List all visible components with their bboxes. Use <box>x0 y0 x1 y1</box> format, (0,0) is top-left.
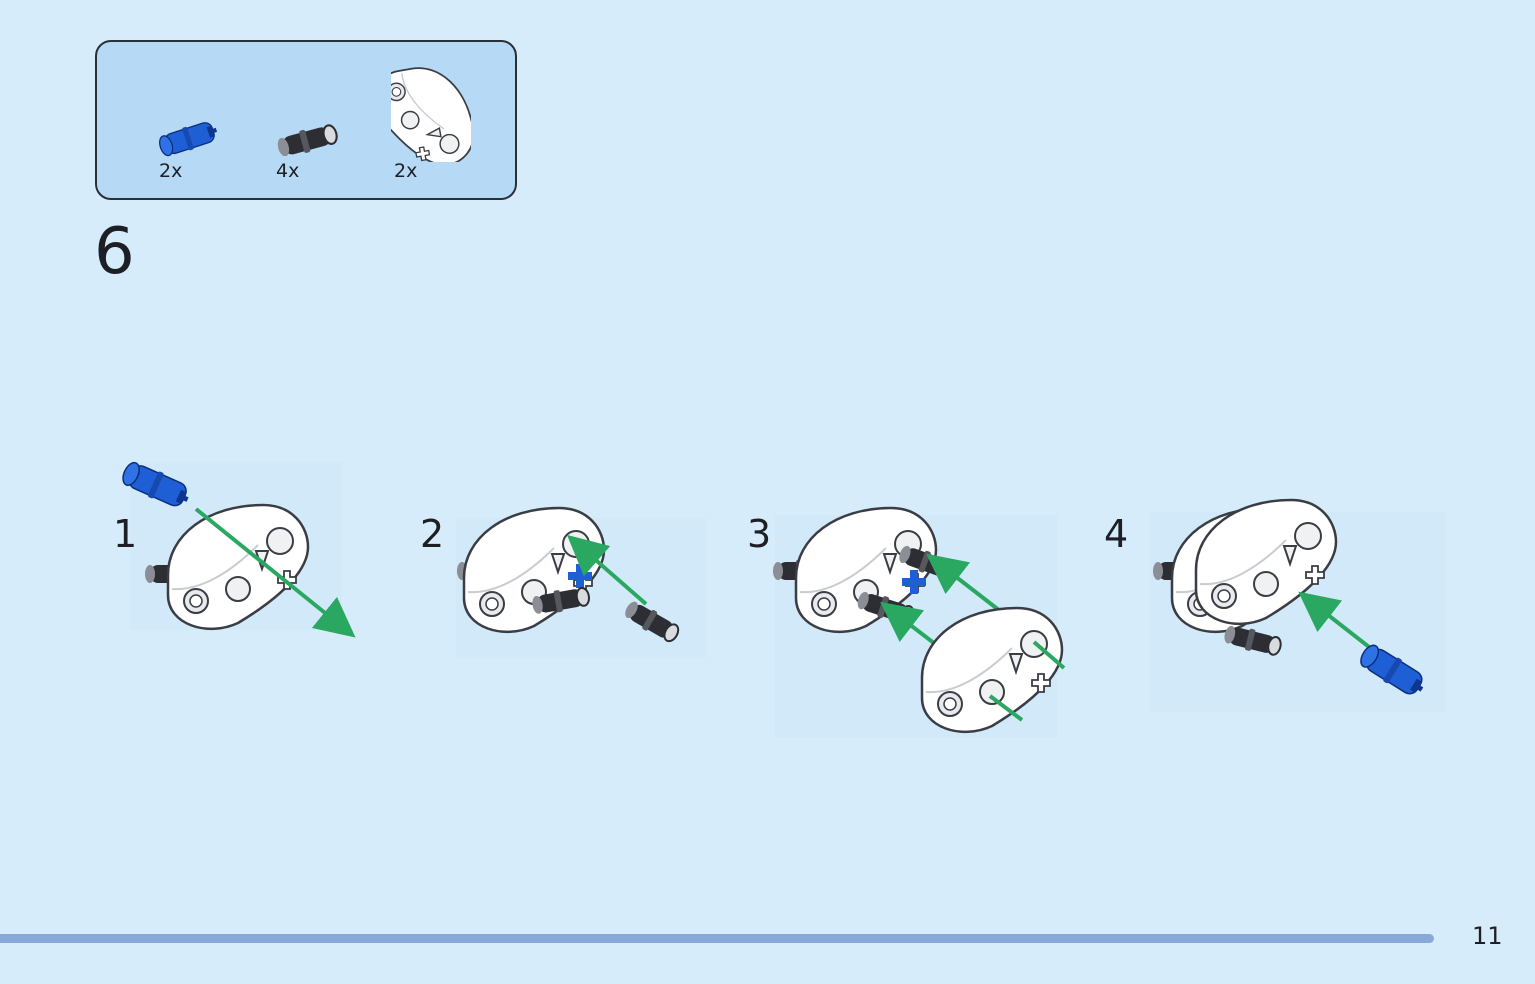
substep-4-number: 4 <box>1104 512 1129 556</box>
substep-3-illustration <box>772 506 1066 734</box>
black-pin-icon <box>275 120 341 156</box>
substep-1-number: 1 <box>113 512 138 556</box>
substep-2-illustration <box>456 506 684 647</box>
substep-3-number: 3 <box>747 512 772 556</box>
page-number: 11 <box>1472 922 1503 950</box>
black-pin-quantity: 4x <box>276 160 300 182</box>
progress-bar <box>0 934 1434 943</box>
substep-1-illustration <box>118 457 356 638</box>
substep-2-number: 2 <box>420 512 445 556</box>
white-beam-quantity: 2x <box>394 160 418 182</box>
parts-list-box: 2x 4x 2x <box>95 40 517 200</box>
blue-axle-pin-icon <box>156 118 221 158</box>
white-beam-icon <box>391 59 471 162</box>
blue-pin-quantity: 2x <box>159 160 183 182</box>
step-number: 6 <box>94 215 135 289</box>
substep-4-illustration <box>1152 498 1431 702</box>
